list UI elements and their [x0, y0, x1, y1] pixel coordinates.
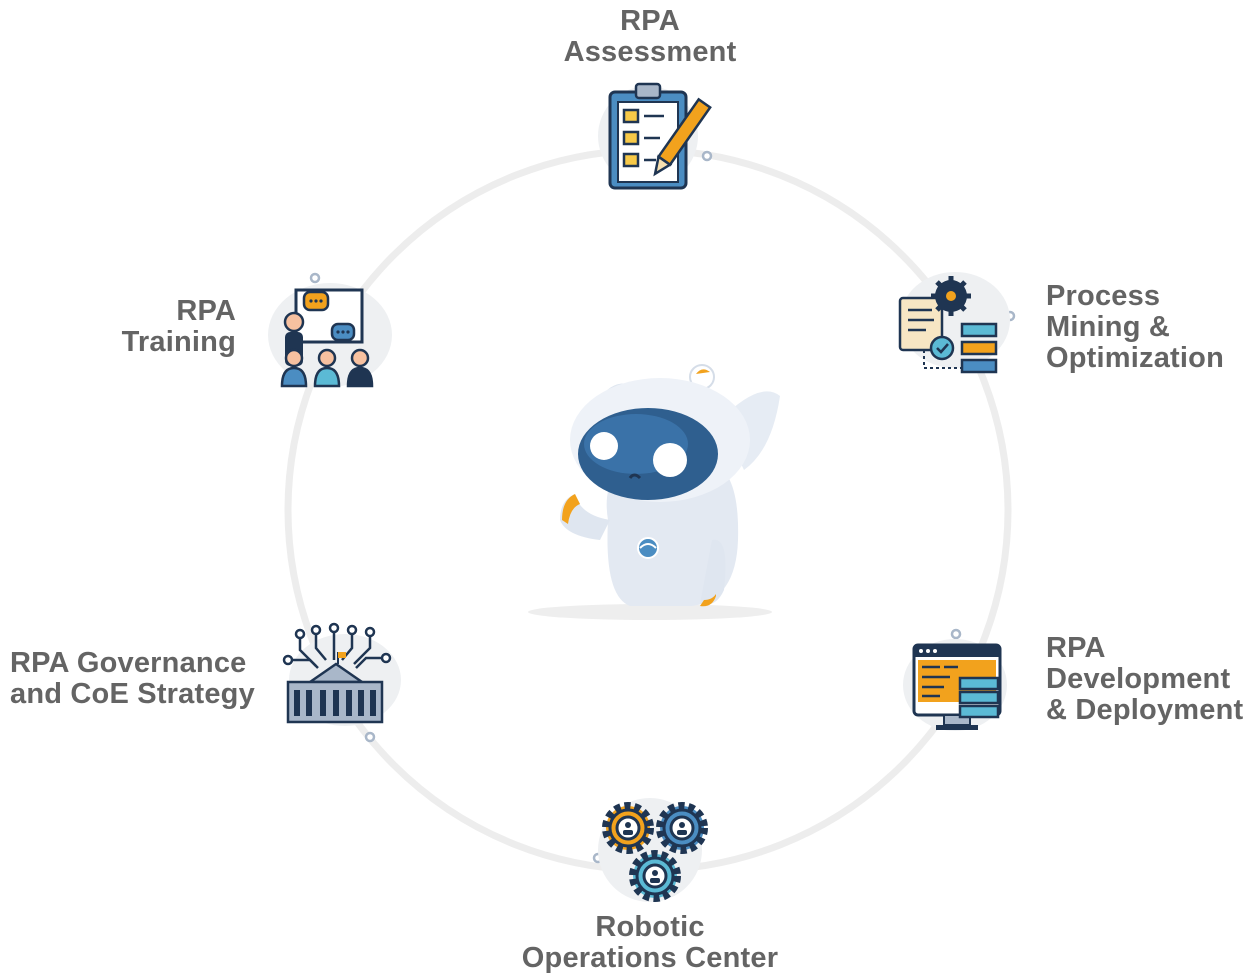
gears-people-icon [598, 798, 708, 902]
label-line: and CoE Strategy [10, 678, 255, 710]
presentation-audience-icon [268, 283, 392, 388]
node-label-rpa-governance: RPA Governance and CoE Strategy [10, 647, 255, 710]
robot-mascot-icon [528, 364, 780, 620]
node-label-process-mining: Process Mining & Optimization [1046, 281, 1224, 374]
document-gear-flow-icon [898, 272, 1010, 374]
label-line: Process [1046, 280, 1161, 312]
node-label-robotic-operations: Robotic Operations Center [470, 912, 830, 974]
node-label-rpa-development: RPA Development & Deployment [1046, 633, 1243, 726]
label-line: RPA [620, 5, 680, 37]
label-line: Operations Center [521, 942, 779, 974]
label-line: Assessment [563, 36, 737, 68]
label-line: Training [121, 326, 236, 358]
label-line: RPA Governance [10, 647, 247, 679]
label-line: RPA [176, 295, 236, 327]
label-line: & Deployment [1046, 694, 1244, 726]
node-label-rpa-training: RPA Training [60, 296, 236, 358]
code-monitor-server-icon [903, 639, 1007, 731]
label-line: Development [1046, 663, 1231, 695]
label-line: Mining & [1046, 311, 1171, 343]
label-line: Robotic [595, 911, 705, 943]
node-label-rpa-assessment: RPA Assessment [520, 6, 780, 68]
label-line: Optimization [1046, 342, 1225, 374]
circuit-building-icon [282, 622, 401, 726]
clipboard-checklist-icon [598, 82, 712, 190]
label-line: RPA [1046, 632, 1106, 664]
